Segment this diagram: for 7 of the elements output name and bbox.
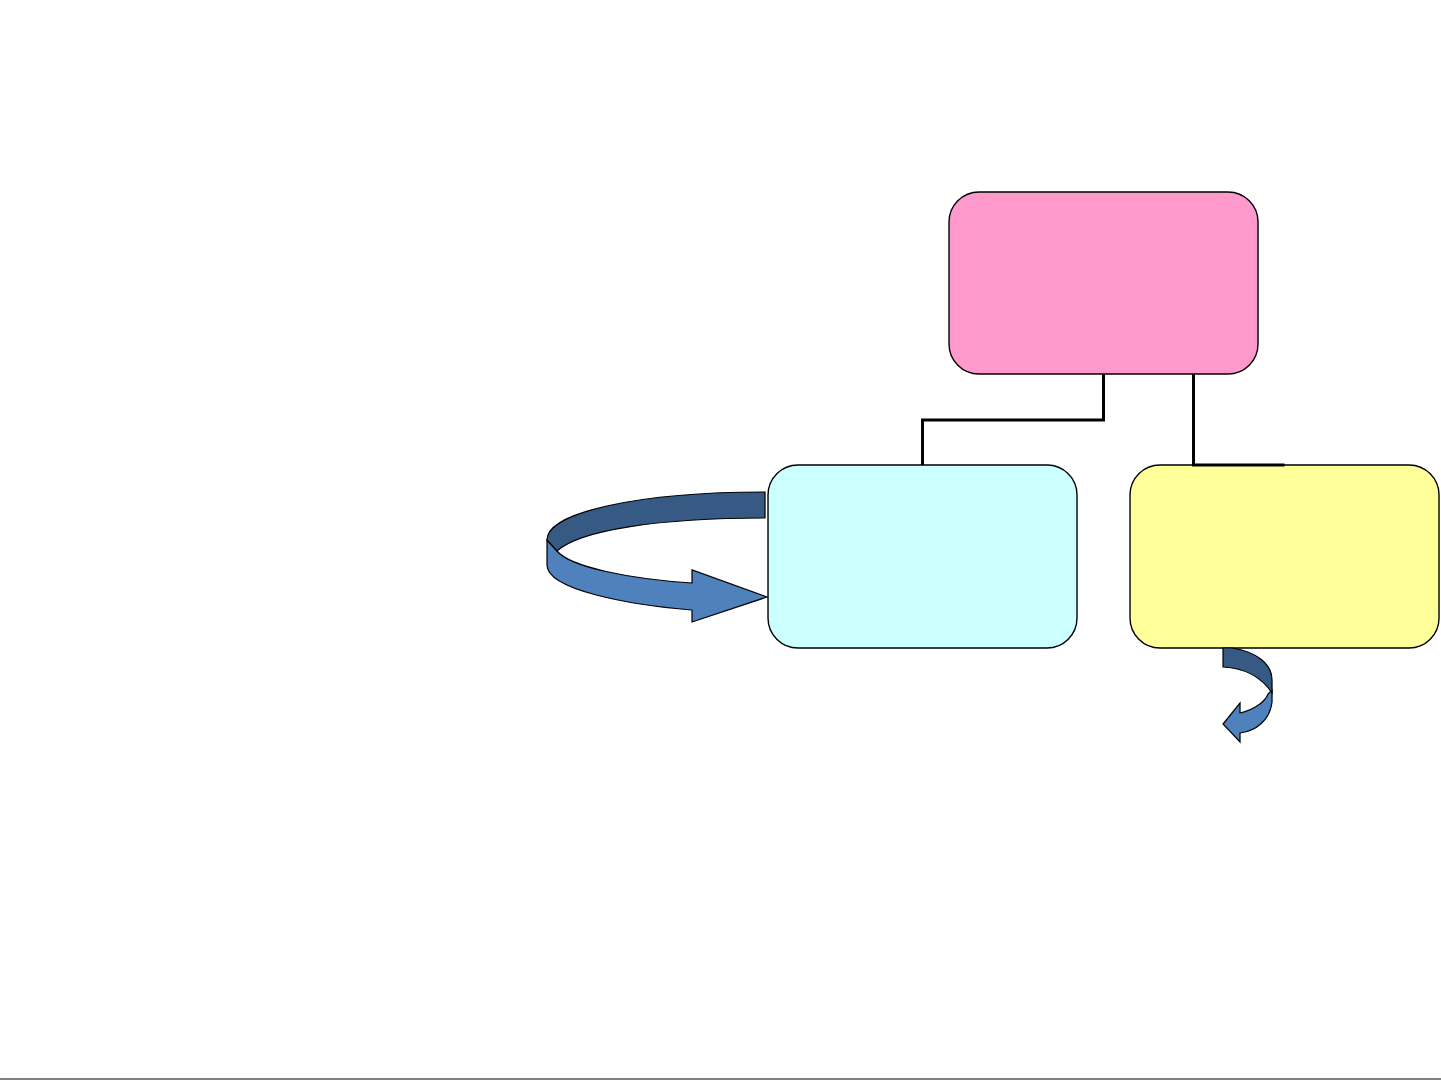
connector-line [1192, 374, 1285, 467]
rounded-box [767, 464, 1078, 649]
curved-arrow [1222, 647, 1273, 743]
rounded-box [948, 191, 1259, 375]
curved-arrow [546, 491, 768, 623]
rounded-box [1129, 464, 1440, 649]
connector-line [921, 374, 1105, 465]
